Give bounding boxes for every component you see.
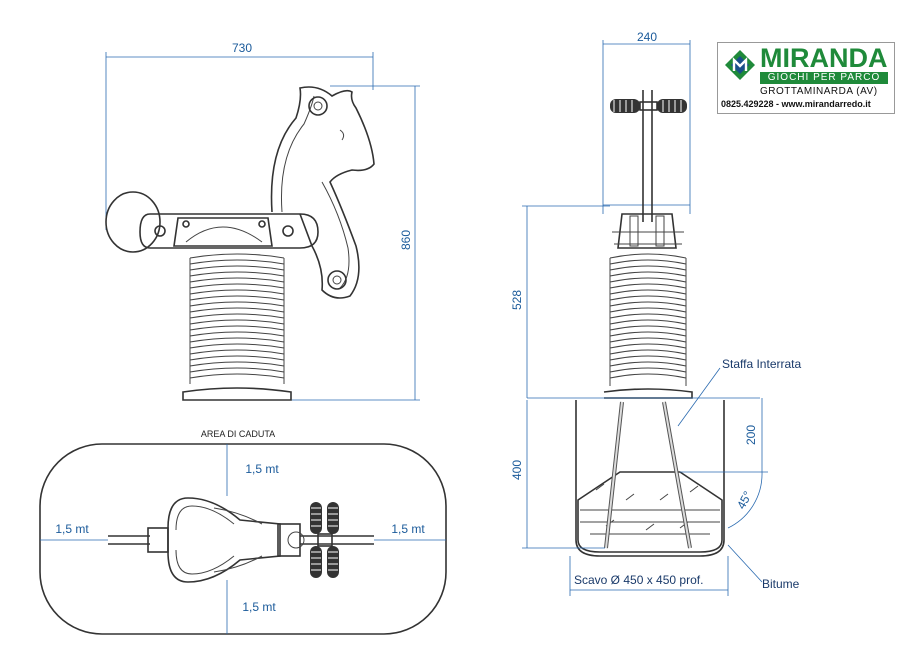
- fall-top: 1,5 mt: [245, 462, 279, 476]
- label-scavo: Scavo Ø 450 x 450 prof.: [574, 573, 703, 587]
- brand-tagline: GIOCHI PER PARCO: [760, 72, 888, 84]
- brand-logo: MIRANDA GIOCHI PER PARCO GROTTAMINARDA (…: [717, 42, 895, 114]
- horse-body: [105, 86, 375, 299]
- brand-name: MIRANDA: [760, 43, 888, 73]
- label-bitume: Bitume: [762, 577, 800, 591]
- front-view: 240 528: [510, 30, 801, 596]
- dim-spring-height: 528: [510, 290, 524, 310]
- horse-top: [108, 497, 374, 583]
- brand-city: GROTTAMINARDA (AV): [760, 86, 878, 97]
- fall-area-title: AREA DI CADUTA: [201, 429, 275, 439]
- excavation: [575, 400, 725, 557]
- dim-depth: 240: [637, 30, 657, 44]
- fall-right: 1,5 mt: [391, 522, 425, 536]
- side-view: 730 860: [105, 41, 420, 401]
- spring-side: [182, 253, 292, 401]
- fall-left: 1,5 mt: [55, 522, 89, 536]
- dim-bracket-depth: 200: [744, 425, 758, 445]
- spring-front: [603, 253, 693, 399]
- fall-bottom: 1,5 mt: [242, 600, 276, 614]
- label-staffa: Staffa Interrata: [722, 357, 801, 371]
- miranda-logo-icon: [725, 50, 755, 80]
- dim-height: 860: [399, 230, 413, 250]
- dim-width: 730: [232, 41, 252, 55]
- dim-foundation-depth: 400: [510, 460, 524, 480]
- handle-front: [610, 90, 687, 222]
- fall-area-view: AREA DI CADUTA 1,5 mt 1,5 mt 1,5 mt 1,5 …: [39, 429, 447, 635]
- brand-contact: 0825.429228 - www.mirandarredo.it: [721, 99, 871, 109]
